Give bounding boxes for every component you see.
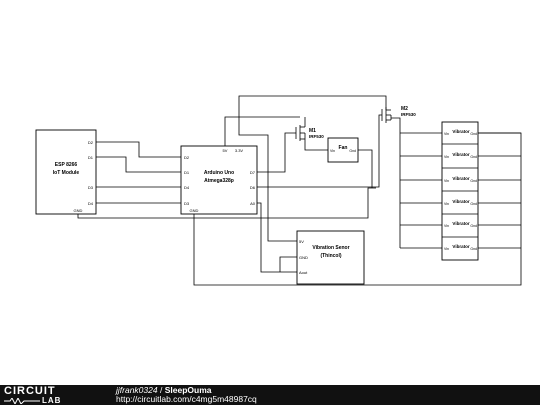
footer-bar: CIRCUIT LAB jjfrank0324 / SleepOuma http… [0, 385, 540, 405]
m1-name: M1 [309, 128, 316, 134]
arduino-pin-5v: 5V [223, 148, 228, 153]
circuit-meta: jjfrank0324 / SleepOuma [116, 386, 212, 395]
vibrator-4-vin: Vin [444, 202, 449, 206]
vibrator-4-title: Vibrator [452, 199, 469, 204]
m2-name: M2 [401, 106, 408, 112]
arduino-title: Arduino Uno [204, 170, 234, 176]
wire-m2-bus [391, 117, 401, 248]
vibrator-5[interactable]: Vin Vibrator Gnd [444, 221, 477, 228]
vibrator-5-gnd: Gnd [470, 224, 477, 228]
sensor-pin-aout: Aout [299, 270, 308, 275]
vibrator-3-title: Vibrator [452, 176, 469, 181]
sensor-pin-5v: 5V [299, 239, 304, 244]
vibrator-2-gnd: Gnd [470, 155, 477, 159]
esp-title: ESP 8266 [55, 162, 78, 168]
mosfet-m1[interactable]: M1 IRF530 [295, 117, 324, 141]
circuitlab-logo[interactable]: CIRCUIT LAB [4, 385, 104, 405]
vibrator-6-gnd: Gnd [470, 247, 477, 251]
esp-subtitle: IoT Module [53, 170, 80, 176]
wire-5v-rail [224, 95, 387, 146]
sensor-pin-gnd: GND [299, 255, 308, 260]
vibrator-1-vin: Vin [444, 132, 449, 136]
wire-sensor-gnd [279, 256, 297, 272]
arduino-pin-d1: D1 [184, 170, 190, 175]
logo-text-bottom: LAB [42, 396, 62, 405]
esp-pin-gnd: GND [74, 208, 83, 213]
arduino-pin-d3: D3 [184, 201, 190, 206]
arduino-pin-d7: D7 [250, 170, 256, 175]
arduino-uno[interactable]: Arduino Uno Atmega328p D2 D1 D4 D3 D7 D6… [180, 145, 258, 215]
vibrator-stack: Vin Vibrator Gnd Vin Vibrator Gnd Vin Vi… [441, 121, 479, 261]
vibrator-5-vin: Vin [444, 224, 449, 228]
wires [77, 95, 522, 286]
vibrator-1[interactable]: Vin Vibrator Gnd [444, 129, 477, 136]
logo-wave-icon [4, 398, 40, 404]
arduino-pin-d2: D2 [184, 155, 190, 160]
sensor-title: Vibration Senor [312, 245, 349, 251]
vibration-sensor[interactable]: Vibration Senor (Thincol) 5V GND Aout [296, 230, 365, 285]
arduino-subtitle: Atmega328p [204, 178, 234, 184]
arduino-pin-d4: D4 [184, 185, 190, 190]
vibrator-3-gnd: Gnd [470, 179, 477, 183]
vibrator-3-vin: Vin [444, 179, 449, 183]
arduino-pin-3v3: 3.3V [235, 148, 244, 153]
vibrator-3[interactable]: Vin Vibrator Gnd [444, 176, 477, 183]
wire-5v-sensor [238, 117, 297, 242]
esp-module[interactable]: ESP 8266 IoT Module D2 D1 D3 D4 GND [35, 129, 97, 215]
vibrator-2[interactable]: Vin Vibrator Gnd [444, 152, 477, 159]
vibrator-4[interactable]: Vin Vibrator Gnd [444, 199, 477, 206]
fan-vin: Vin [330, 149, 335, 153]
fan[interactable]: Fan Vin Gnd [327, 137, 359, 163]
esp-pin-d1: D1 [88, 155, 94, 160]
esp-pin-d3: D3 [88, 185, 94, 190]
circuit-title[interactable]: SleepOuma [164, 385, 212, 395]
wire-a0-sensor [257, 202, 297, 273]
arduino-pin-gnd: GND [190, 208, 199, 213]
fan-gnd: Gnd [349, 149, 356, 153]
sensor-subtitle: (Thincol) [320, 253, 341, 259]
vibrator-6-vin: Vin [444, 247, 449, 251]
fan-title: Fan [339, 145, 348, 151]
vibrator-6-title: Vibrator [452, 244, 469, 249]
author-link[interactable]: jjfrank0324 [116, 385, 158, 395]
vibrator-1-title: Vibrator [452, 129, 469, 134]
vibrator-1-gnd: Gnd [470, 132, 477, 136]
wire-esp-d2 [96, 141, 181, 158]
wire-fan-gnd [358, 149, 373, 188]
wire-d6-m2 [257, 114, 382, 188]
wire-m1-fan [304, 140, 328, 151]
m2-part: IRF530 [401, 112, 416, 117]
logo-text-top: CIRCUIT [4, 385, 56, 397]
esp-pin-d4: D4 [88, 201, 94, 206]
arduino-pin-a0: A0 [250, 201, 256, 206]
schematic-canvas: ESP 8266 IoT Module D2 D1 D3 D4 GND Ardu… [35, 95, 522, 286]
wire-esp-gnd [77, 187, 376, 219]
vibrator-2-title: Vibrator [452, 152, 469, 157]
vibrator-4-gnd: Gnd [470, 202, 477, 206]
wire-d7-m1 [257, 132, 296, 173]
esp-pin-d2: D2 [88, 140, 94, 145]
vibrator-5-title: Vibrator [452, 221, 469, 226]
mosfet-m2[interactable]: M2 IRF530 [381, 106, 416, 123]
circuit-url[interactable]: http://circuitlab.com/c4mg5m48987cq [116, 394, 257, 404]
m1-part: IRF530 [309, 134, 324, 139]
vibrator-2-vin: Vin [444, 155, 449, 159]
vibrator-6[interactable]: Vin Vibrator Gnd [444, 244, 477, 251]
wire-esp-d1 [96, 156, 181, 173]
arduino-pin-d6: D6 [250, 185, 256, 190]
